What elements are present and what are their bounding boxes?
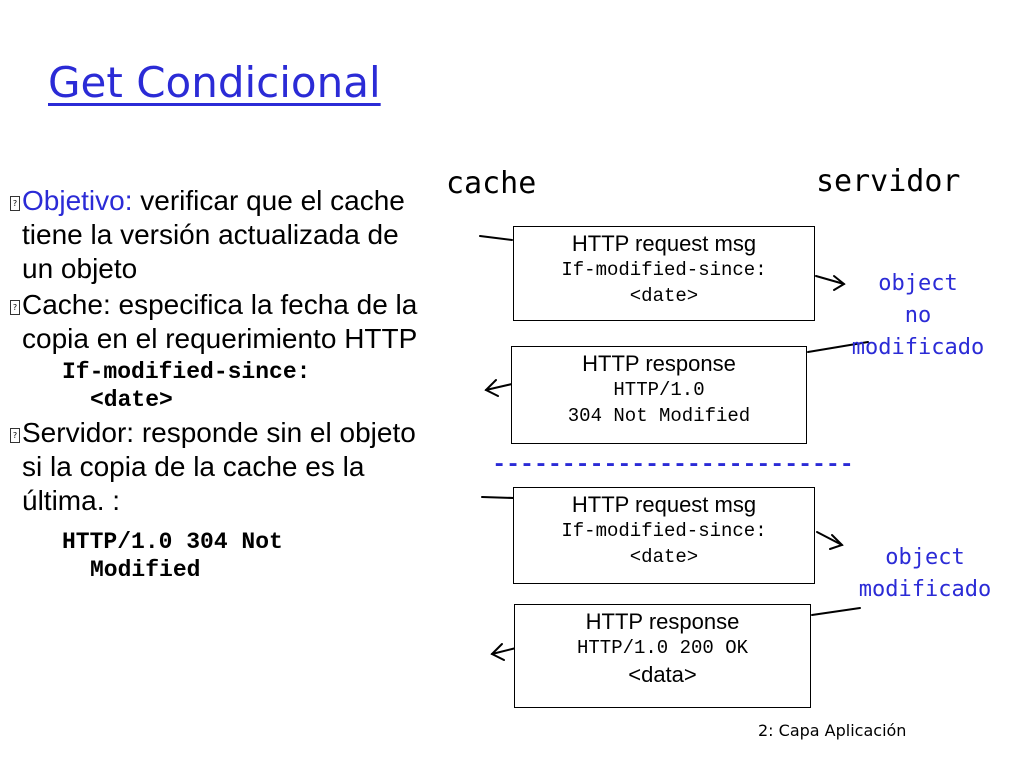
request-2-arrow-tail [481, 496, 515, 499]
box-line: HTTP response [582, 351, 736, 376]
box-line: HTTP response [585, 609, 740, 634]
code-line: If-modified-since: [62, 359, 311, 385]
bullet-keyword: Objetivo: [22, 185, 133, 216]
slide-title: Get Condicional [48, 58, 381, 107]
note-line: modificado [858, 577, 992, 602]
request-header-code: If-modified-since: <date> [10, 358, 430, 414]
bullet-marker-icon: ? [10, 428, 20, 443]
request-1-arrow-shaft [815, 275, 845, 285]
note-line: no [904, 303, 932, 328]
box-line: If-modified-since: [561, 520, 767, 542]
response-message-box: HTTP response HTTP/1.0 200 OK <data> [514, 604, 811, 708]
note-line: object [878, 271, 958, 296]
note-line: object [885, 545, 965, 570]
response-1-arrow-shaft [485, 383, 513, 391]
note-line: modificado [851, 335, 985, 360]
box-line: HTTP/1.0 [613, 379, 705, 401]
request-1-arrow-tail [479, 235, 513, 241]
request-message-box: HTTP request msg If-modified-since: <dat… [513, 226, 815, 321]
box-line: HTTP request msg [571, 231, 757, 256]
bullet-marker-icon: ? [10, 300, 20, 315]
object-not-modified-note: object no modificado [844, 268, 992, 364]
slide-footer: 2: Capa Aplicación [758, 721, 907, 740]
bullet-servidor: ? Servidor: responde sin el objeto si la… [10, 416, 430, 518]
box-line: 304 Not Modified [567, 405, 751, 427]
box-line: If-modified-since: [561, 259, 767, 281]
request-1-arrowhead [833, 275, 846, 291]
response-message-box: HTTP response HTTP/1.0 304 Not Modified [511, 346, 807, 444]
request-message-box: HTTP request msg If-modified-since: <dat… [513, 487, 815, 584]
box-line: <date> [629, 285, 699, 307]
box-line: <date> [629, 546, 699, 568]
response-2-arrow-shaft [491, 647, 517, 655]
bullet-text: verificar que el cache tiene la versión … [22, 185, 405, 284]
object-modified-note: object modificado [846, 542, 1004, 606]
response-1-arrowhead [484, 379, 499, 397]
code-line: HTTP/1.0 304 Not [62, 529, 283, 555]
request-2-arrowhead [829, 534, 844, 550]
code-line: <date> [90, 387, 173, 413]
bullet-objetivo: ? Objetivo: verificar que el cache tiene… [10, 184, 430, 286]
bullet-text: Cache: especifica la fecha de la copia e… [22, 289, 418, 354]
response-status-code: HTTP/1.0 304 Not Modified [10, 528, 430, 584]
bullet-cache: ? Cache: especifica la fecha de la copia… [10, 288, 430, 356]
response-2-arrow-tail [811, 607, 861, 616]
server-label: servidor [816, 164, 961, 199]
request-2-arrow-shaft [816, 531, 843, 546]
box-line: <data> [628, 662, 697, 687]
box-line: HTTP/1.0 200 OK [576, 637, 749, 659]
response-1-arrow-tail [807, 341, 869, 353]
cache-label: cache [446, 166, 537, 201]
bullet-list: ? Objetivo: verificar que el cache tiene… [10, 184, 430, 584]
response-2-arrowhead [490, 643, 505, 661]
bullet-text: Servidor: responde sin el objeto si la c… [22, 417, 416, 516]
code-line: Modified [90, 557, 201, 583]
bullet-marker-icon: ? [10, 196, 20, 211]
box-line: HTTP request msg [571, 492, 757, 517]
exchange-divider: -------------------------- [492, 452, 854, 479]
